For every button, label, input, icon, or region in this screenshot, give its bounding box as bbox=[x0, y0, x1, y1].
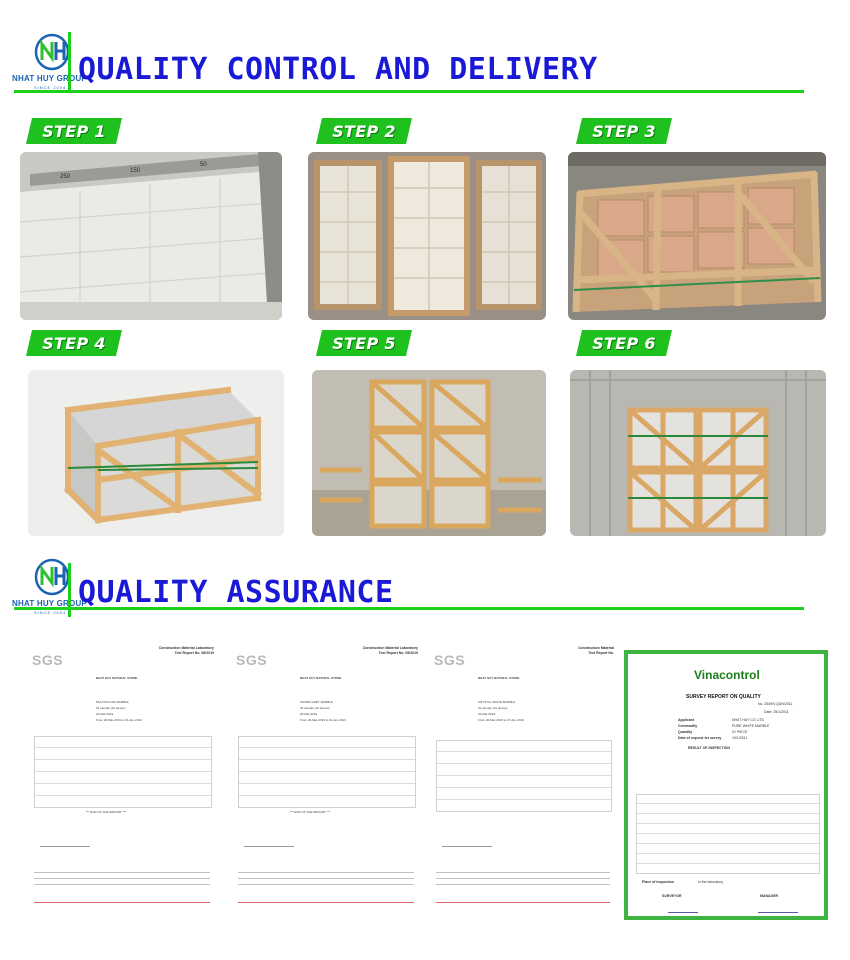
svg-text:150: 150 bbox=[130, 168, 141, 174]
vinacontrol-inspection-label: Place of inspection bbox=[642, 880, 674, 884]
step-tab-3: STEP 3 bbox=[576, 118, 672, 144]
certificate-vinacontrol: Vinacontrol SURVEY REPORT ON QUALITY No.… bbox=[624, 650, 828, 920]
cert-signature bbox=[40, 830, 90, 847]
vinacontrol-manager: MANAGER bbox=[760, 894, 779, 898]
cert-testing: From 20-Mar-2019 to 01-Apr-2019 bbox=[300, 718, 346, 722]
header-divider-vertical bbox=[68, 32, 71, 92]
cert-report-no: Test Report No. 09/2019 bbox=[378, 651, 418, 655]
step-tab-6: STEP 6 bbox=[576, 330, 672, 356]
photo-step-2-packing bbox=[308, 152, 546, 320]
photo-step-4-sealed-crate bbox=[28, 370, 284, 536]
section-title-quality-control: QUALITY CONTROL AND DELIVERY bbox=[78, 52, 598, 87]
cert-lab-name: Construction Material Laboratory bbox=[158, 646, 214, 650]
cert-report-no: Test Report No. bbox=[588, 651, 614, 655]
certificate-sgs-1: SGS Construction Material Laboratory Tes… bbox=[26, 640, 218, 912]
vinacontrol-signature bbox=[758, 902, 798, 913]
cert-end: *** END OF THE REPORT *** bbox=[86, 810, 127, 814]
cert-quantity: 01 sample (10 pieces) bbox=[96, 706, 126, 710]
cert-results-table bbox=[238, 736, 416, 808]
vinacontrol-quantity: 01 PIECE bbox=[732, 730, 748, 734]
vinacontrol-surveyor: SURVEYOR bbox=[662, 894, 682, 898]
cert-quantity: 01 sample (10 pieces) bbox=[300, 706, 330, 710]
brand-logo-2-icon bbox=[34, 558, 70, 596]
header-divider-vertical-2 bbox=[68, 563, 71, 617]
svg-text:50: 50 bbox=[200, 162, 207, 168]
vinacontrol-result: RESULT OF INSPECTION bbox=[688, 746, 730, 750]
sgs-logo: SGS bbox=[236, 652, 268, 668]
vinacontrol-request: 19/1/2011 bbox=[732, 736, 748, 740]
vinacontrol-inspection: in the laboratory bbox=[698, 880, 724, 884]
cert-received: 20-Mar-2019 bbox=[478, 712, 496, 716]
vinacontrol-number: No. 2549/V.QDN/2011 bbox=[758, 702, 793, 706]
cert-testing: From 20-Mar-2019 to 01-Apr-2019 bbox=[96, 718, 142, 722]
cert-end: *** END OF THE REPORT *** bbox=[290, 810, 331, 814]
cert-signature bbox=[442, 830, 492, 847]
certificate-sgs-2: SGS Construction Material Laboratory Tes… bbox=[230, 640, 422, 912]
vinacontrol-results-table bbox=[636, 794, 820, 874]
photo-step-3-crating bbox=[568, 152, 826, 320]
header-divider-horizontal bbox=[14, 90, 804, 93]
cert-signature bbox=[244, 830, 294, 847]
cert-sample: SILVER GREY MARBLE bbox=[300, 700, 333, 704]
cert-results-table bbox=[436, 740, 612, 812]
vinacontrol-logo: Vinacontrol bbox=[694, 668, 760, 682]
cert-report-no: Test Report No. 08/2019 bbox=[174, 651, 214, 655]
vinacontrol-title: SURVEY REPORT ON QUALITY bbox=[686, 694, 761, 700]
step-tab-2: STEP 2 bbox=[316, 118, 412, 144]
cert-client: NHAT HUY NATURAL STONE bbox=[478, 676, 520, 680]
vinacontrol-request-label: Date of request for survey bbox=[678, 736, 722, 740]
brand-tagline-2: SINCE 2004 bbox=[34, 610, 67, 615]
sgs-logo: SGS bbox=[434, 652, 466, 668]
vinacontrol-commodity-label: Commodity bbox=[678, 724, 698, 728]
vinacontrol-stamp bbox=[668, 902, 698, 913]
step-tab-4: STEP 4 bbox=[26, 330, 122, 356]
cert-testing: From 20-Mar-2019 to 07-Apr-2019 bbox=[478, 718, 524, 722]
vinacontrol-commodity: PURE WHITE MARBLE bbox=[732, 724, 770, 728]
cert-client: NHAT HUY NATURAL STONE bbox=[300, 676, 342, 680]
certificate-sgs-3: SGS Construction Material Test Report No… bbox=[428, 640, 618, 912]
brand-name: NHAT HUY GROUP bbox=[12, 74, 87, 83]
photo-step-6-container bbox=[570, 370, 826, 536]
cert-received: 20-Mar-2019 bbox=[96, 712, 114, 716]
brand-tagline: SINCE 2004 bbox=[34, 85, 67, 90]
section-title-quality-assurance: QUALITY ASSURANCE bbox=[78, 575, 394, 610]
cert-results-table bbox=[34, 736, 212, 808]
cert-sample: MULTICOLOR MARBLE bbox=[96, 700, 129, 704]
cert-lab-name: Construction Material Laboratory bbox=[362, 646, 418, 650]
cert-lab-name: Construction Material bbox=[578, 646, 614, 650]
photo-step-1-measuring: 250 150 50 bbox=[20, 152, 282, 320]
vinacontrol-date: Date: 25/1/2011 bbox=[764, 710, 789, 714]
photo-step-5-stacked-crates bbox=[312, 370, 546, 536]
header-quality-control: NHAT HUY GROUP SINCE 2004 QUALITY CONTRO… bbox=[0, 0, 850, 100]
vinacontrol-quantity-label: Quantity bbox=[678, 730, 693, 734]
header-divider-horizontal-2 bbox=[14, 607, 804, 610]
header-quality-assurance: NHAT HUY GROUP SINCE 2004 QUALITY ASSURA… bbox=[0, 555, 850, 617]
cert-quantity: 01 sample (10 pieces) bbox=[478, 706, 508, 710]
svg-text:250: 250 bbox=[60, 174, 71, 180]
vinacontrol-applicant-label: Applicant bbox=[678, 718, 694, 722]
step-tab-1: STEP 1 bbox=[26, 118, 122, 144]
cert-sample: CRYSTAL WHITE MARBLE bbox=[478, 700, 516, 704]
brand-logo-icon bbox=[34, 33, 70, 71]
cert-client: NHAT HUY NATURAL STONE bbox=[96, 676, 138, 680]
step-tab-5: STEP 5 bbox=[316, 330, 412, 356]
vinacontrol-applicant: NHAT HUY CO.,LTD bbox=[732, 718, 765, 722]
sgs-logo: SGS bbox=[32, 652, 64, 668]
cert-received: 20-Mar-2019 bbox=[300, 712, 318, 716]
brand-name-2: NHAT HUY GROUP bbox=[12, 599, 87, 608]
